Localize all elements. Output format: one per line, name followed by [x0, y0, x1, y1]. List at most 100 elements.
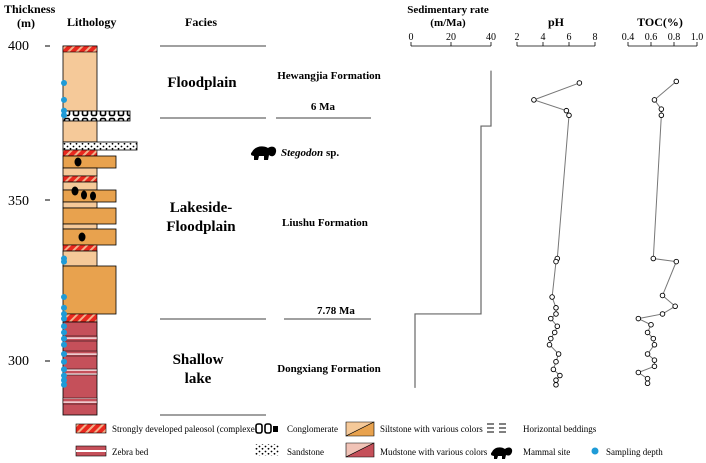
paleosol-bed [62, 313, 98, 323]
legend-sampling-icon [591, 447, 599, 455]
legend-zebra: Zebra bed [112, 447, 149, 457]
toc-data-point [651, 342, 658, 348]
ph-data-point [549, 294, 555, 300]
legend-mammal: Mammal site [523, 447, 570, 457]
sampling-depth-marker [61, 323, 67, 330]
sed-rate-tick-label: 20 [446, 32, 456, 43]
stegodon-suffix: sp. [323, 147, 339, 159]
sampling-depth-markers [61, 79, 67, 388]
sed-rate-header: Sedimentary rate [407, 4, 489, 16]
ph-points [531, 80, 583, 388]
paleosol-bed [62, 149, 98, 157]
svg-text:Stegodon sp.: Stegodon sp. [281, 147, 339, 159]
mammal-site-icon [90, 191, 96, 201]
mammal-site-icon [71, 186, 79, 196]
mammal-site-icon [81, 190, 87, 200]
legend-swatch-mudstone [345, 442, 375, 458]
ph-tick-label: 2 [515, 32, 520, 43]
sampling-depth-marker [61, 335, 67, 342]
ph-data-point [548, 335, 554, 342]
zebra-bed [62, 350, 98, 357]
sed-rate-line [414, 70, 492, 388]
legend-swatch-sandstone [255, 444, 279, 456]
toc-data-point [673, 258, 680, 265]
ph-data-point [554, 323, 561, 330]
toc-data-point [635, 315, 642, 322]
toc-data-point [673, 78, 680, 85]
zebra-bed [62, 368, 98, 376]
facies-lakeside-line2: Floodplain [166, 219, 236, 235]
lithology-header: Lithology [67, 15, 116, 29]
toc-data-point [648, 321, 654, 328]
ph-tick-label: 6 [567, 32, 572, 43]
ph-tick-label: 4 [541, 32, 546, 43]
zebra-bed [62, 335, 98, 342]
toc-data-point [651, 363, 658, 370]
sampling-depth-marker [61, 107, 67, 114]
age-778ma: 7.78 Ma [317, 305, 355, 317]
toc-data-point [651, 357, 658, 363]
sampling-depth-marker [61, 351, 67, 357]
legend-swatch-conglomerate [255, 423, 279, 435]
legend-swatch-horizontal-beddings [487, 423, 506, 433]
ph-data-point [553, 258, 559, 265]
ph-data-point [557, 372, 563, 379]
legend-sandstone: Sandstone [287, 447, 324, 457]
zebra-bed [62, 397, 98, 405]
sampling-depth-marker [61, 258, 67, 265]
sampling-depth-marker [61, 381, 67, 388]
toc-header: TOC(%) [637, 15, 683, 29]
ph-header: pH [548, 15, 565, 29]
toc-tick-label: 0.4 [622, 32, 635, 43]
legend-mudstone: Mudstone with various colors [380, 447, 488, 457]
facies-shallow-line1: Shallow [173, 352, 224, 368]
sampling-depth-marker [61, 294, 67, 301]
toc-data-point [658, 112, 665, 119]
legend-sampling: Sampling depth [606, 447, 663, 457]
mammal-site-icon [74, 157, 82, 167]
mammal-site-icon [78, 232, 86, 242]
legend-paleosol: Strongly developed paleosol (complexes) [112, 424, 261, 434]
toc-data-point [651, 97, 658, 103]
legend-mammal-icon [490, 447, 513, 459]
ph-data-point [553, 305, 559, 311]
ph-data-point [553, 377, 559, 383]
ph-data-point [566, 112, 572, 119]
toc-data-point [644, 329, 651, 336]
ph-data-point [553, 358, 559, 365]
facies-floodplain: Floodplain [167, 75, 237, 91]
ph-data-point [546, 342, 553, 348]
ph-data-point [555, 351, 562, 357]
paleosol-bed [62, 175, 98, 183]
legend-conglomerate: Conglomerate [287, 424, 338, 434]
sandstone-bed [62, 141, 138, 151]
thickness-unit: (m) [17, 16, 35, 30]
ph-data-point [548, 315, 554, 322]
sampling-depth-marker [61, 112, 67, 119]
sampling-depth-marker [61, 329, 67, 336]
mammal-site-icon [250, 146, 277, 160]
ph-data-point [576, 80, 583, 86]
age-6ma: 6 Ma [311, 101, 336, 113]
ph-data-point [531, 97, 537, 103]
sampling-depth-marker [61, 377, 67, 384]
paleosol-bed [62, 244, 98, 252]
toc-tick-label: 0.6 [645, 32, 658, 43]
legend-swatch-paleosol [75, 423, 107, 434]
toc-data-point [658, 106, 665, 112]
sed-rate-unit: (m/Ma) [430, 17, 466, 29]
legend-siltstone: Siltstone with various colors [380, 424, 483, 434]
sampling-depth-marker [61, 79, 67, 86]
facies-shallow-line2: lake [185, 371, 212, 387]
toc-data-point [644, 375, 651, 382]
sed-rate-tick-label: 0 [409, 32, 414, 43]
thickness-header: Thickness [4, 2, 56, 16]
formation-hewangjia: Hewangjia Formation [277, 70, 381, 82]
sed-rate-axis: 0 20 40 [409, 32, 496, 47]
conglomerate-bed [62, 110, 131, 122]
stegodon-genus: Stegodon [281, 147, 323, 159]
facies-lakeside-line1: Lakeside- [170, 200, 233, 216]
sed-rate-tick-label: 40 [486, 32, 496, 43]
